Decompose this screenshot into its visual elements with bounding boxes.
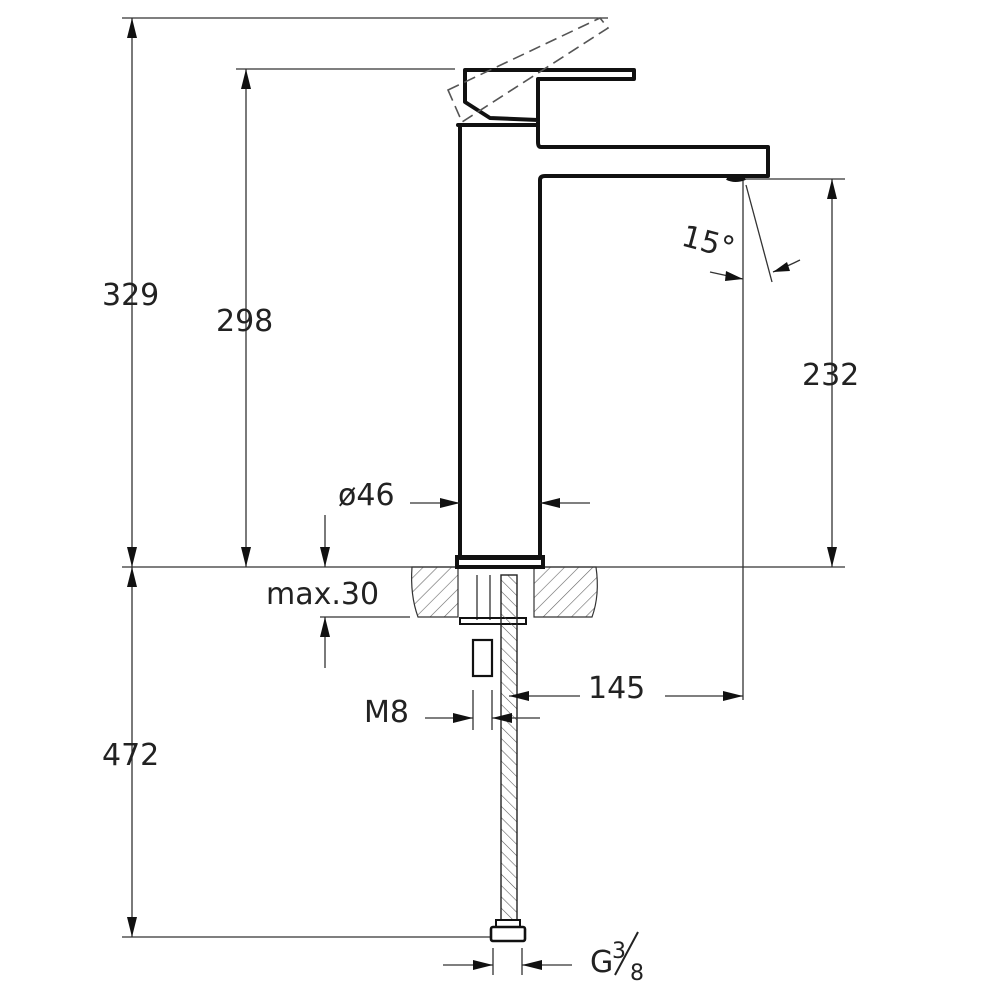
label-hose-thread: G 3 8: [590, 931, 644, 986]
dimension-329: [127, 18, 137, 567]
dimension-m8: [425, 690, 540, 730]
label-max-thickness: max.30: [266, 577, 379, 612]
countertop-section: [411, 566, 598, 618]
under-counter-assembly: [459, 574, 527, 943]
label-body-height: 298: [216, 304, 273, 339]
label-diameter: ø46: [338, 478, 395, 513]
dimension-max30: [320, 515, 330, 668]
dimension-angle: [709, 184, 801, 283]
label-total-height: 329: [102, 278, 159, 313]
svg-text:3: 3: [612, 939, 626, 964]
label-below-counter: 472: [102, 738, 159, 773]
faucet-body: [455, 68, 770, 569]
dimension-298: [241, 69, 251, 567]
svg-text:8: 8: [630, 961, 644, 986]
label-spout-reach: 145: [588, 671, 645, 706]
dimension-232: [827, 179, 837, 567]
lever-open-position: [446, 17, 610, 124]
extension-lines: [122, 17, 845, 938]
dimension-g38: [443, 948, 572, 975]
svg-text:G: G: [590, 945, 613, 980]
dimension-145: [509, 691, 743, 701]
label-spout-height: 232: [802, 358, 859, 393]
dimension-472: [127, 567, 137, 937]
label-angle: 15°: [678, 219, 738, 267]
label-stud-thread: M8: [364, 695, 409, 730]
dimension-diameter: [410, 498, 590, 508]
